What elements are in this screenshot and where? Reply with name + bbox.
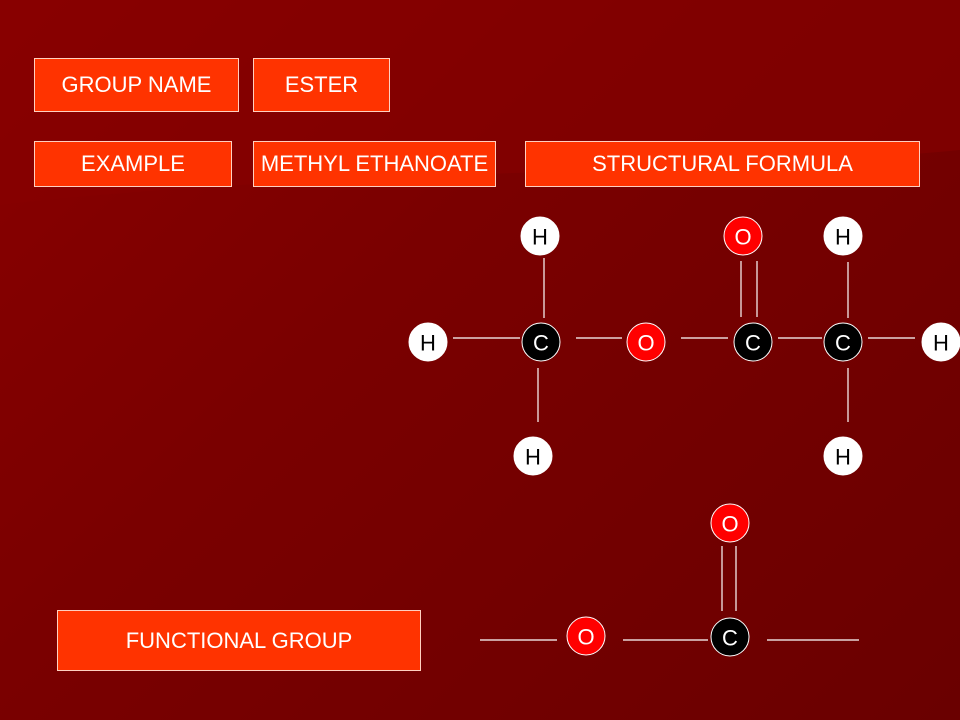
hydrogen-atom: H [408,322,448,362]
atom-circle [710,617,750,657]
group-value-text: ESTER [284,72,359,97]
atom-symbol: C [835,331,851,356]
atom-circle [723,216,763,256]
atom-circle [566,616,606,656]
atom-symbol: H [420,331,436,356]
atom-symbol: H [835,445,851,470]
example-value-text: METHYL ETHANOATE [260,151,489,176]
structural-formula-text: STRUCTURAL FORMULA [592,151,853,176]
atom-symbol: H [532,225,548,250]
oxygen-atom: O [710,503,750,543]
atom-circle [823,436,863,476]
group-name-label: GROUP NAME [34,58,239,112]
hydrogen-atom: H [823,216,863,256]
group-value-label: ESTER [253,58,390,112]
atom-circle [520,216,560,256]
atom-symbol: C [722,626,738,651]
hydrogen-atom: H [921,322,960,362]
atom-symbol: O [637,331,654,356]
atom-circle [626,322,666,362]
atom-circle [733,322,773,362]
carbon-atom: C [733,322,773,362]
atom-symbol: H [835,225,851,250]
atom-symbol: C [745,331,761,356]
structural-formula-label: STRUCTURAL FORMULA [525,141,920,187]
atom-circle [823,322,863,362]
atom-circle [521,322,561,362]
hydrogen-atom: H [513,436,553,476]
functional-group-label: FUNCTIONAL GROUP [57,610,421,671]
atom-symbol: C [533,331,549,356]
atom-circle [921,322,960,362]
atom-circle [823,216,863,256]
group-name-text: GROUP NAME [61,72,212,97]
atom-symbol: O [734,225,751,250]
atom-circle [513,436,553,476]
functional-group-text: FUNCTIONAL GROUP [125,627,353,653]
hydrogen-atom: H [520,216,560,256]
atom-symbol: H [525,445,541,470]
carbon-atom: C [823,322,863,362]
carbon-atom: C [710,617,750,657]
example-text: EXAMPLE [81,151,185,176]
atom-circle [710,503,750,543]
example-label: EXAMPLE [34,141,232,187]
carbon-atom: C [521,322,561,362]
atom-symbol: H [933,331,949,356]
atom-symbol: O [721,512,738,537]
oxygen-atom: O [723,216,763,256]
example-value-label: METHYL ETHANOATE [253,141,496,187]
atom-symbol: O [577,625,594,650]
oxygen-atom: O [566,616,606,656]
hydrogen-atom: H [823,436,863,476]
atom-circle [408,322,448,362]
oxygen-atom: O [626,322,666,362]
